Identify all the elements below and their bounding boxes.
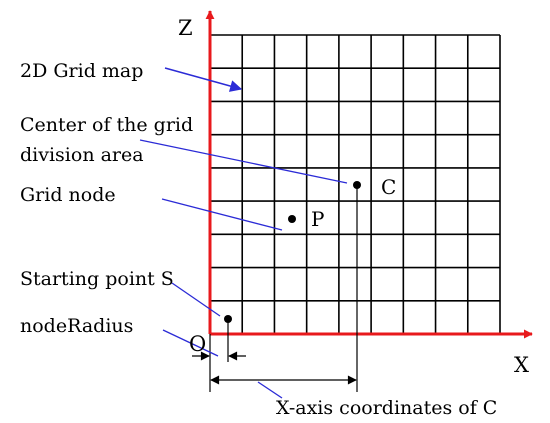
grid-node-annotation: Grid node xyxy=(20,184,116,206)
starting-point-annotation: Starting point S xyxy=(20,268,174,290)
center-annotation-line1: Center of the grid xyxy=(20,114,193,136)
center-annotation-line2: division area xyxy=(20,144,144,166)
grid-map-annotation: 2D Grid map xyxy=(20,60,143,82)
origin-label: O xyxy=(189,332,206,356)
node-radius-pointer xyxy=(162,329,219,357)
point-c-label: C xyxy=(381,175,396,199)
grid-node-pointer xyxy=(161,198,283,231)
grid-map-pointer xyxy=(164,67,243,92)
node-radius-annotation: nodeRadius xyxy=(20,315,133,337)
x-axis-label: X xyxy=(514,353,529,377)
point-p xyxy=(288,215,296,223)
point-p-label: P xyxy=(311,207,324,231)
grid-lines xyxy=(210,34,501,334)
x-coord-annotation: X-axis coordinates of C xyxy=(276,397,497,419)
z-axis-label: Z xyxy=(178,16,193,40)
starting-point-pointer xyxy=(171,282,221,317)
x-coord-pointer xyxy=(257,381,283,399)
center-pointer xyxy=(139,139,348,184)
